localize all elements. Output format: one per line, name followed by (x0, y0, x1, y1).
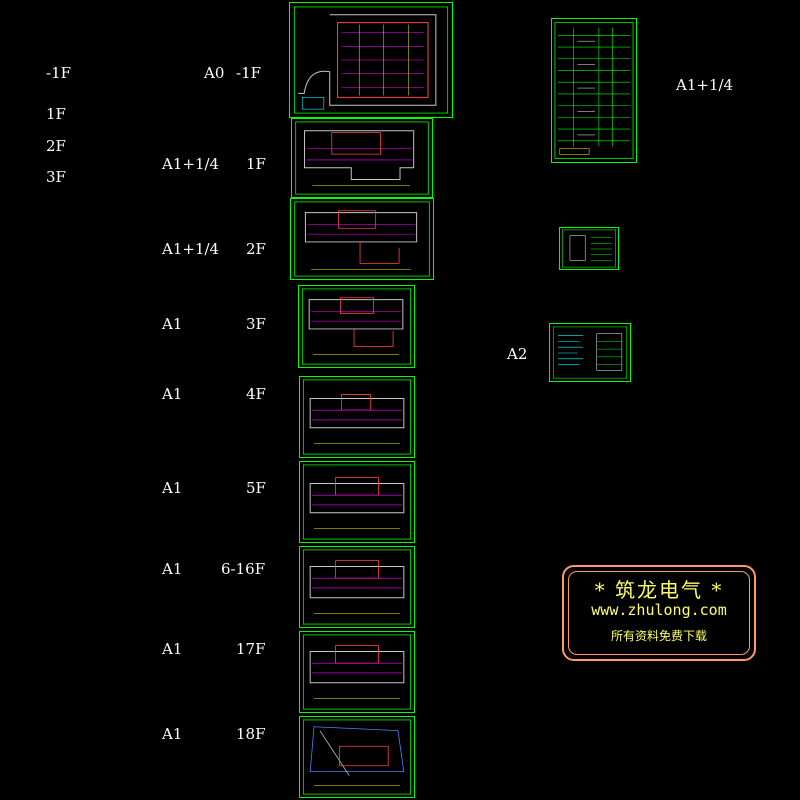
schedule-size-label: A1+1/4 (676, 76, 734, 94)
floor-plan-1f-drawing (295, 121, 429, 195)
row-size-label: A1 (162, 479, 183, 497)
cover-sheet[interactable] (559, 227, 619, 270)
row-floor-label: 6-16F (221, 560, 266, 578)
floor-plan-18f-sheet[interactable] (299, 716, 415, 798)
floor-plan-2f-sheet[interactable] (290, 198, 434, 280)
left-label-3f: 3F (46, 168, 66, 186)
left-label-2f: 2F (46, 137, 66, 155)
row-size-label: A1 (162, 560, 183, 578)
floor-plan-3f-drawing (301, 288, 412, 365)
floor-plan-6-16f-drawing (302, 549, 412, 625)
row-floor-label: 17F (236, 640, 266, 658)
floor-plan-3f-sheet[interactable] (298, 285, 415, 368)
floor-plan-1f-sheet[interactable] (291, 118, 433, 198)
riser-schedule-sheet[interactable] (551, 18, 637, 163)
row-floor-label: 3F (246, 315, 266, 333)
row-size-label: A0 (204, 64, 225, 82)
left-label-1f: 1F (46, 105, 66, 123)
row-floor-label: -1F (236, 64, 262, 82)
floor-plan-5f-sheet[interactable] (299, 461, 415, 543)
floor-plan-17f-drawing (302, 634, 412, 710)
legend-sheet[interactable] (549, 323, 631, 382)
left-label-b1: -1F (46, 64, 72, 82)
watermark-url: www.zhulong.com (591, 601, 727, 619)
row-floor-label: 18F (236, 725, 266, 743)
row-floor-label: 5F (246, 479, 266, 497)
row-size-label: A1+1/4 (162, 155, 220, 173)
cover-drawing (562, 229, 616, 268)
legend-size-label: A2 (507, 345, 528, 363)
floor-plan-18f-drawing (302, 719, 412, 795)
row-size-label: A1+1/4 (162, 240, 220, 258)
row-size-label: A1 (162, 640, 183, 658)
row-floor-label: 2F (246, 240, 266, 258)
floor-plan-2f-drawing (294, 201, 430, 277)
floor-plan-4f-drawing (302, 379, 412, 455)
row-size-label: A1 (162, 385, 183, 403)
legend-drawing (552, 326, 628, 379)
riser-schedule-drawing (554, 22, 634, 159)
row-floor-label: 4F (246, 385, 266, 403)
row-size-label: A1 (162, 315, 183, 333)
watermark-slogan: 所有资料免费下载 (610, 629, 707, 643)
watermark-inner-border (568, 571, 750, 655)
watermark-stamp: * 筑龙电气 * www.zhulong.com 所有资料免费下载 (562, 565, 756, 661)
floor-plan-b1-drawing (293, 6, 449, 114)
floor-plan-17f-sheet[interactable] (299, 631, 415, 713)
floor-plan-6-16f-sheet[interactable] (299, 546, 415, 628)
floor-plan-4f-sheet[interactable] (299, 376, 415, 458)
floor-plan-b1-sheet[interactable] (289, 2, 453, 118)
floor-plan-5f-drawing (302, 464, 412, 540)
watermark-title: * 筑龙电气 * (594, 578, 724, 602)
row-floor-label: 1F (246, 155, 266, 173)
row-size-label: A1 (162, 725, 183, 743)
